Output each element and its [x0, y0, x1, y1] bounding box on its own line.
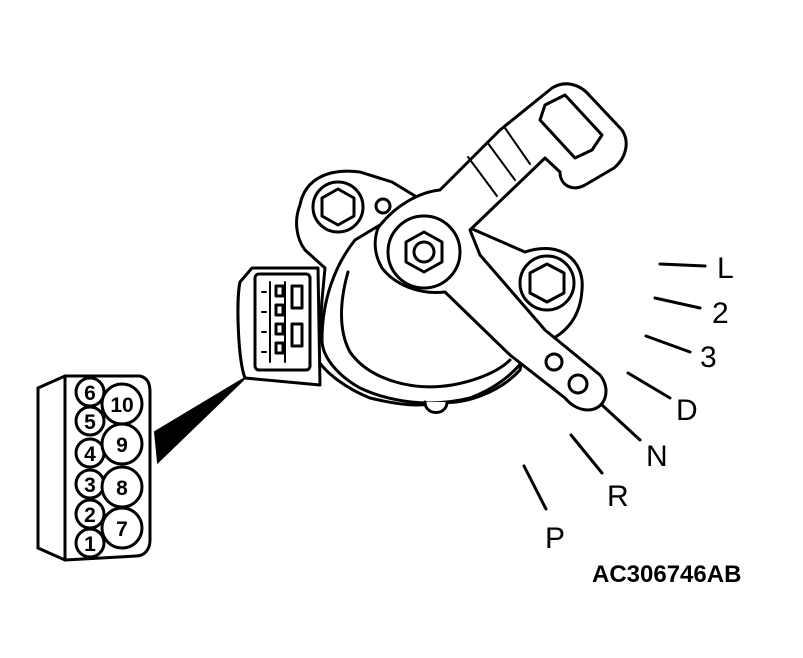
mounting-bolt-upper	[311, 180, 365, 234]
position-P: P	[522, 464, 565, 555]
lever-hole-1	[544, 352, 564, 372]
pin-9: 9	[100, 422, 144, 466]
pin-4: 4	[74, 437, 106, 469]
pin-6: 6	[74, 376, 106, 408]
lever-hole-2	[567, 373, 589, 395]
mounting-bolt-right	[518, 254, 576, 312]
pin-7: 7	[100, 506, 144, 550]
svg-text:8: 8	[116, 477, 128, 500]
svg-text:N: N	[646, 440, 668, 473]
pin-8: 8	[100, 465, 144, 509]
position-R: R	[569, 433, 629, 513]
position-N: N	[600, 403, 668, 473]
pin-2: 2	[74, 498, 106, 530]
connector-callout-wedge	[153, 377, 246, 465]
position-3: 3	[644, 334, 717, 374]
lever-window	[538, 93, 604, 160]
svg-text:R: R	[607, 480, 629, 513]
svg-text:2: 2	[84, 504, 96, 527]
control-lever	[373, 82, 628, 412]
svg-text:10: 10	[110, 394, 133, 417]
bottom-nub	[423, 400, 449, 414]
svg-text:D: D	[676, 394, 698, 427]
svg-text:9: 9	[116, 434, 128, 457]
alignment-hole	[374, 197, 392, 215]
svg-text:L: L	[717, 252, 734, 285]
svg-text:2: 2	[712, 297, 729, 330]
pin-1: 1	[74, 527, 106, 559]
lever-nut	[386, 214, 462, 290]
position-L: L	[658, 252, 734, 285]
connector-face: 6 5 4 3 2 1 10 9	[36, 374, 152, 562]
position-2: 2	[653, 296, 729, 330]
svg-text:4: 4	[84, 443, 96, 466]
sector-plate	[320, 220, 542, 405]
position-D: D	[626, 371, 698, 427]
pin-5: 5	[74, 405, 106, 437]
svg-text:6: 6	[84, 382, 96, 405]
svg-text:7: 7	[116, 518, 128, 541]
switch-connector	[236, 266, 322, 387]
sector-slot	[340, 270, 512, 389]
svg-text:P: P	[545, 522, 565, 555]
pin-3: 3	[74, 468, 106, 500]
figure-code: AC306746AB	[592, 561, 741, 588]
svg-text:1: 1	[84, 533, 96, 556]
pin-10: 10	[100, 382, 144, 426]
svg-text:5: 5	[84, 411, 96, 434]
svg-text:3: 3	[700, 341, 717, 374]
svg-text:3: 3	[84, 474, 96, 497]
